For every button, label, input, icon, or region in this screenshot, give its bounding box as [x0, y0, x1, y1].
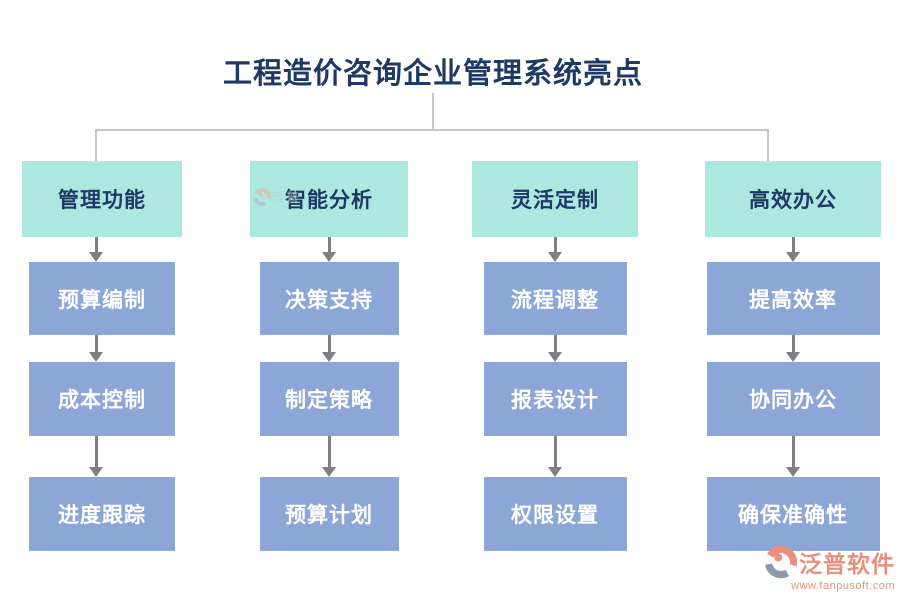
item-label: 流程调整	[511, 288, 599, 312]
item-box: 进度跟踪	[29, 477, 175, 551]
arrow-down-icon	[322, 436, 336, 477]
footer-site-url: www.fanpusoft.com	[791, 580, 895, 592]
item-label: 决策支持	[285, 288, 373, 312]
diagram-title: 工程造价咨询企业管理系统亮点	[222, 58, 643, 90]
footer-brand-name: 泛普软件	[799, 551, 895, 577]
item-label: 预算编制	[58, 288, 146, 312]
item-label: 制定策略	[285, 389, 373, 412]
connector-horizontal-bar	[95, 129, 769, 131]
header-box-analysis: 泛普 FANPU 智能分析	[250, 161, 408, 237]
arrow-down-icon	[89, 335, 103, 362]
item-label: 报表设计	[511, 389, 599, 412]
arrow-down-icon	[548, 237, 562, 262]
item-box: 预算计划	[259, 477, 399, 551]
column-office: 高效办公 提高效率 协同办公 确保准确性	[705, 161, 881, 551]
header-label: 高效办公	[749, 189, 837, 212]
fanpu-logo-icon	[253, 188, 271, 206]
header-box-customization: 灵活定制	[472, 161, 638, 237]
arrow-down-icon	[89, 237, 103, 262]
arrow-down-icon	[89, 436, 103, 477]
item-label: 进度跟踪	[58, 504, 146, 527]
item-box: 权限设置	[483, 477, 627, 551]
item-label: 成本控制	[58, 389, 146, 412]
fanpu-logo-icon	[765, 545, 798, 579]
header-label: 管理功能	[58, 189, 146, 212]
arrow-down-icon	[548, 436, 562, 477]
header-label: 灵活定制	[511, 189, 599, 212]
fanpu-footer-logo: 泛普软件 www.fanpusoft.com	[765, 544, 895, 592]
item-box: 成本控制	[29, 362, 175, 436]
item-box: 制定策略	[259, 362, 399, 436]
connector-drop-left	[95, 130, 97, 161]
item-label: 提高效率	[749, 288, 837, 312]
item-box: 流程调整	[483, 262, 627, 335]
item-label: 确保准确性	[738, 504, 848, 527]
item-label: 预算计划	[285, 504, 373, 527]
header-box-management: 管理功能	[22, 161, 182, 237]
arrow-down-icon	[548, 335, 562, 362]
arrow-down-icon	[786, 436, 800, 477]
item-box: 协同办公	[706, 362, 880, 436]
column-analysis: 泛普 FANPU 智能分析 决策支持 制定策略 预算计划	[250, 161, 408, 551]
arrow-down-icon	[322, 237, 336, 262]
connector-drop-right	[767, 130, 769, 161]
item-box: 决策支持	[259, 262, 399, 335]
connector-title-stem	[432, 93, 434, 130]
header-label: 智能分析	[285, 189, 373, 212]
item-label: 权限设置	[511, 504, 599, 527]
column-management: 管理功能 预算编制 成本控制 进度跟踪	[22, 161, 182, 551]
item-box: 确保准确性	[706, 477, 880, 551]
arrow-down-icon	[322, 335, 336, 362]
item-label: 协同办公	[749, 389, 837, 412]
header-box-office: 高效办公	[705, 161, 881, 237]
column-customization: 灵活定制 流程调整 报表设计 权限设置	[472, 161, 638, 551]
item-box: 提高效率	[706, 262, 880, 335]
arrow-down-icon	[786, 237, 800, 262]
item-box: 报表设计	[483, 362, 627, 436]
arrow-down-icon	[786, 335, 800, 362]
item-box: 预算编制	[29, 262, 175, 335]
